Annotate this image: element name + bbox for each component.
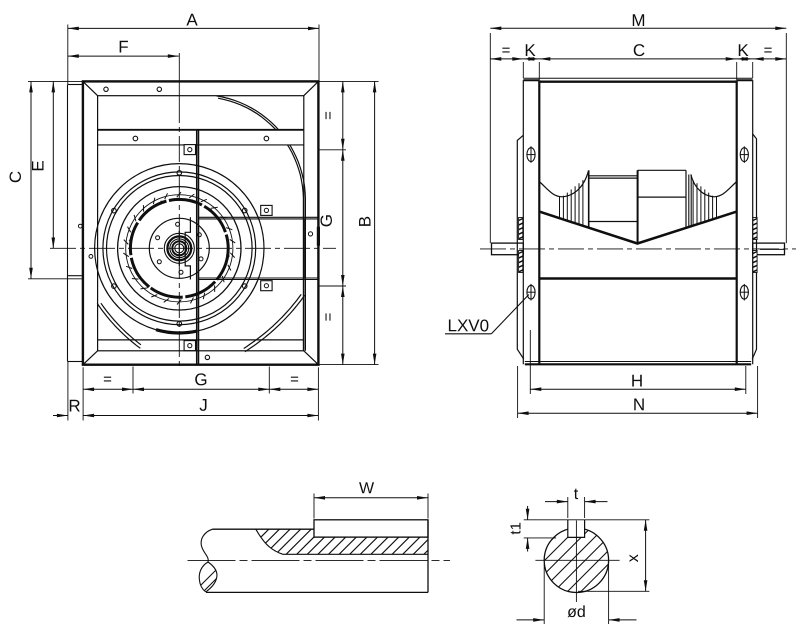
svg-text:E: E — [29, 160, 48, 171]
svg-text:J: J — [199, 396, 208, 415]
svg-text:=: = — [103, 371, 112, 388]
svg-text:t: t — [574, 486, 579, 503]
svg-text:K: K — [524, 41, 536, 60]
svg-text:LXV0: LXV0 — [447, 316, 489, 335]
svg-text:=: = — [320, 312, 337, 321]
svg-text:C: C — [633, 41, 645, 60]
svg-text:F: F — [118, 37, 128, 56]
svg-text:t1: t1 — [508, 522, 525, 535]
svg-text:x: x — [625, 554, 642, 562]
svg-text:G: G — [317, 214, 336, 227]
svg-text:W: W — [359, 480, 375, 497]
svg-text:K: K — [737, 41, 749, 60]
svg-text:H: H — [631, 371, 643, 390]
svg-text:R: R — [68, 396, 80, 415]
svg-text:=: = — [502, 42, 511, 59]
svg-text:=: = — [320, 111, 337, 120]
svg-text:=: = — [764, 42, 773, 59]
svg-text:ød: ød — [567, 604, 586, 621]
svg-text:G: G — [194, 370, 207, 389]
svg-text:=: = — [290, 371, 299, 388]
svg-text:N: N — [633, 395, 645, 414]
svg-text:B: B — [356, 216, 375, 227]
svg-text:M: M — [631, 11, 645, 30]
svg-text:C: C — [6, 171, 25, 183]
svg-text:A: A — [186, 10, 198, 29]
